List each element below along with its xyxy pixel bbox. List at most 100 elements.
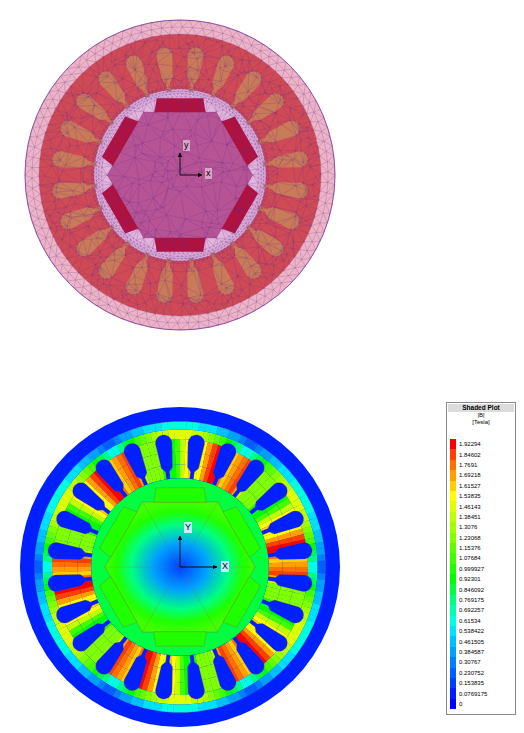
legend-row: 1.46143 [450, 501, 515, 511]
flux-shading [42, 567, 52, 573]
flux-shading [176, 465, 181, 479]
stator-slot [248, 483, 287, 516]
legend-row: 0.230752 [450, 668, 515, 678]
flux-shading [155, 423, 163, 432]
region-boundary [180, 502, 218, 567]
legend-row: 1.07684 [450, 553, 515, 563]
legend-value: 1.07684 [459, 555, 481, 561]
flux-shading [180, 695, 186, 705]
legend-swatch [450, 678, 456, 688]
air-region [25, 20, 335, 330]
stator-slot [73, 619, 112, 652]
flux-shading [161, 422, 168, 431]
legend-value: 0.538422 [459, 628, 484, 634]
magnet [99, 507, 137, 558]
legend-row: 0.153835 [450, 678, 515, 688]
air-gap [91, 478, 269, 656]
legend-row: 0.92301 [450, 574, 515, 584]
legend-swatch [450, 481, 456, 491]
flux-shading [52, 567, 65, 573]
legend-value: 0.230752 [459, 670, 484, 676]
axis-label: X [221, 561, 229, 572]
legend-value: 0.384587 [459, 649, 484, 655]
axis-label: x [205, 168, 212, 179]
flux-shading [174, 682, 180, 695]
legend-value: 1.92294 [459, 441, 481, 447]
stator-slot [232, 460, 265, 499]
legend-value: 0.846092 [459, 587, 484, 593]
legend-row: 0.461505 [450, 636, 515, 646]
legend-value: 1.3076 [459, 524, 477, 530]
outer-boundary [25, 20, 335, 330]
stator-slot [264, 182, 308, 198]
flux-shading [167, 422, 174, 430]
flux-shading [317, 561, 325, 568]
flux-shading [42, 561, 52, 567]
legend-swatch [450, 543, 456, 553]
field-plot [20, 407, 340, 727]
flux-shading [308, 561, 318, 567]
flux-shading [186, 422, 193, 430]
legend-row: 0.30767 [450, 657, 515, 667]
legend-swatch [450, 512, 456, 522]
region-boundary [105, 567, 180, 568]
stator-slot [188, 435, 205, 481]
legend-swatch [450, 668, 456, 678]
flux-shading [174, 695, 180, 705]
legend-value: 0.769175 [459, 597, 484, 603]
legend-row: 0.61534 [450, 616, 515, 626]
legend-swatch [450, 533, 456, 543]
legend-value: 1.46143 [459, 504, 481, 510]
legend-swatch [450, 439, 456, 449]
flux-shading [295, 561, 308, 567]
legend-row: 0.538422 [450, 626, 515, 636]
legend-value: 1.38451 [459, 514, 481, 520]
legend-swatch [450, 688, 456, 698]
stator-slot [266, 543, 312, 560]
flux-shading [35, 554, 43, 561]
flux-shading [34, 560, 42, 567]
stator-slot [248, 619, 287, 652]
stator-slot [52, 182, 96, 198]
stator-slot [156, 653, 173, 699]
magnet [223, 577, 261, 628]
legend-row: 0.384587 [450, 647, 515, 657]
stator-slot [260, 599, 304, 623]
magnet [154, 488, 207, 502]
legend-row: 1.92294 [450, 439, 515, 449]
flux-shading [295, 567, 308, 573]
flux-shading [198, 703, 206, 712]
legend-value: 1.69218 [459, 472, 481, 478]
flux-shading [167, 704, 174, 712]
axis-line [180, 153, 181, 175]
magnet [154, 632, 207, 646]
legend-value: 1.15376 [459, 545, 481, 551]
axis-line [180, 567, 217, 568]
legend-value: 1.61527 [459, 483, 481, 489]
legend-value: 0.153835 [459, 680, 484, 686]
flux-shading [34, 567, 42, 574]
flux-shading [180, 421, 187, 429]
legend-row: 1.61527 [450, 481, 515, 491]
stator-slot [124, 443, 148, 487]
legend-swatch [450, 616, 456, 626]
flux-shading [180, 439, 186, 452]
flux-shading [36, 585, 45, 593]
axis-label: y [183, 140, 190, 151]
legend-swatch [450, 699, 456, 709]
stator-outline [34, 421, 325, 712]
legend-swatch [450, 501, 456, 511]
legend-value: 1.7691 [459, 462, 477, 468]
flux-shading [180, 429, 186, 439]
legend-box: Shaded Plot|B|[Tesla]1.922941.846021.769… [446, 402, 516, 715]
legend-value: 0 [459, 701, 462, 707]
legend-swatch [450, 605, 456, 615]
legend-value: 0.0769175 [459, 691, 487, 697]
flux-shading [52, 561, 65, 567]
legend-swatch [450, 564, 456, 574]
legend-swatch [450, 636, 456, 646]
flux-shading [317, 554, 325, 561]
flux-shading [65, 567, 78, 572]
axis-label: Y [184, 522, 192, 533]
region-boundary [142, 567, 180, 632]
